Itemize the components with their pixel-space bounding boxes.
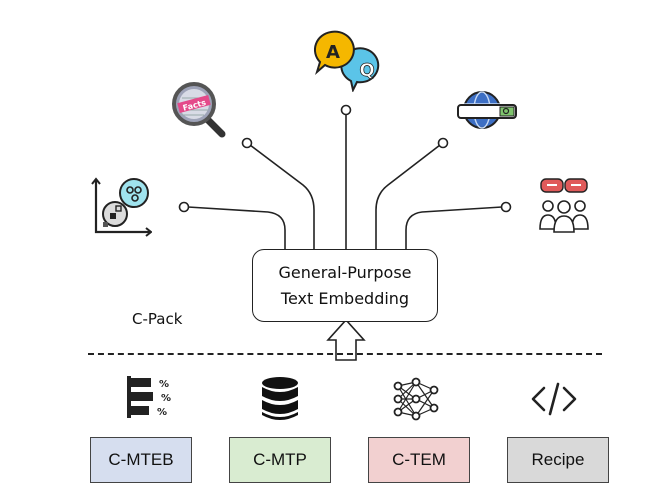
component-label: C-MTEB: [108, 450, 174, 469]
ranking-mark-1: %: [159, 379, 169, 390]
component-c-mteb: C-MTEB: [90, 437, 192, 483]
dashed-divider: [88, 353, 602, 355]
connector-facts: [249, 144, 315, 250]
connector-scatter: [187, 206, 286, 250]
qa-a-letter: A: [326, 42, 340, 63]
node-dot-facts: [241, 137, 253, 149]
component-label: Recipe: [531, 450, 585, 469]
node-dot-web: [437, 137, 449, 149]
component-c-mtp: C-MTP: [229, 437, 331, 483]
center-line-2: Text Embedding: [280, 288, 410, 308]
web-search-icon: [457, 91, 517, 129]
ranking-mark-2: %: [161, 393, 171, 404]
connector-web: [375, 144, 441, 250]
scatter-cluster-icon: [91, 177, 152, 237]
framework-label: C-Pack: [132, 310, 183, 328]
node-dot-people: [500, 201, 512, 213]
node-dot-scatter: [178, 201, 190, 213]
center-line-1: General-Purpose: [278, 262, 412, 282]
node-dot-qa: [340, 104, 352, 116]
component-recipe: Recipe: [507, 437, 609, 483]
ranking-bars-icon: % % %: [127, 376, 171, 418]
people-chat-icon: [539, 178, 589, 233]
component-label: C-TEM: [392, 450, 446, 469]
connector-people: [405, 206, 503, 250]
qa-q-letter: Q: [359, 60, 374, 81]
neural-network-icon: [393, 377, 439, 421]
up-arrow: [326, 318, 366, 361]
component-c-tem: C-TEM: [368, 437, 470, 483]
qa-bubbles-icon: Q A: [313, 30, 380, 92]
database-icon: [262, 377, 298, 420]
facts-magnifier-icon: Facts: [172, 82, 226, 138]
general-purpose-embedding-box: General-Purpose Text Embedding: [252, 249, 438, 322]
component-label: C-MTP: [253, 450, 307, 469]
ranking-mark-3: %: [157, 407, 167, 418]
code-icon: [531, 382, 577, 416]
